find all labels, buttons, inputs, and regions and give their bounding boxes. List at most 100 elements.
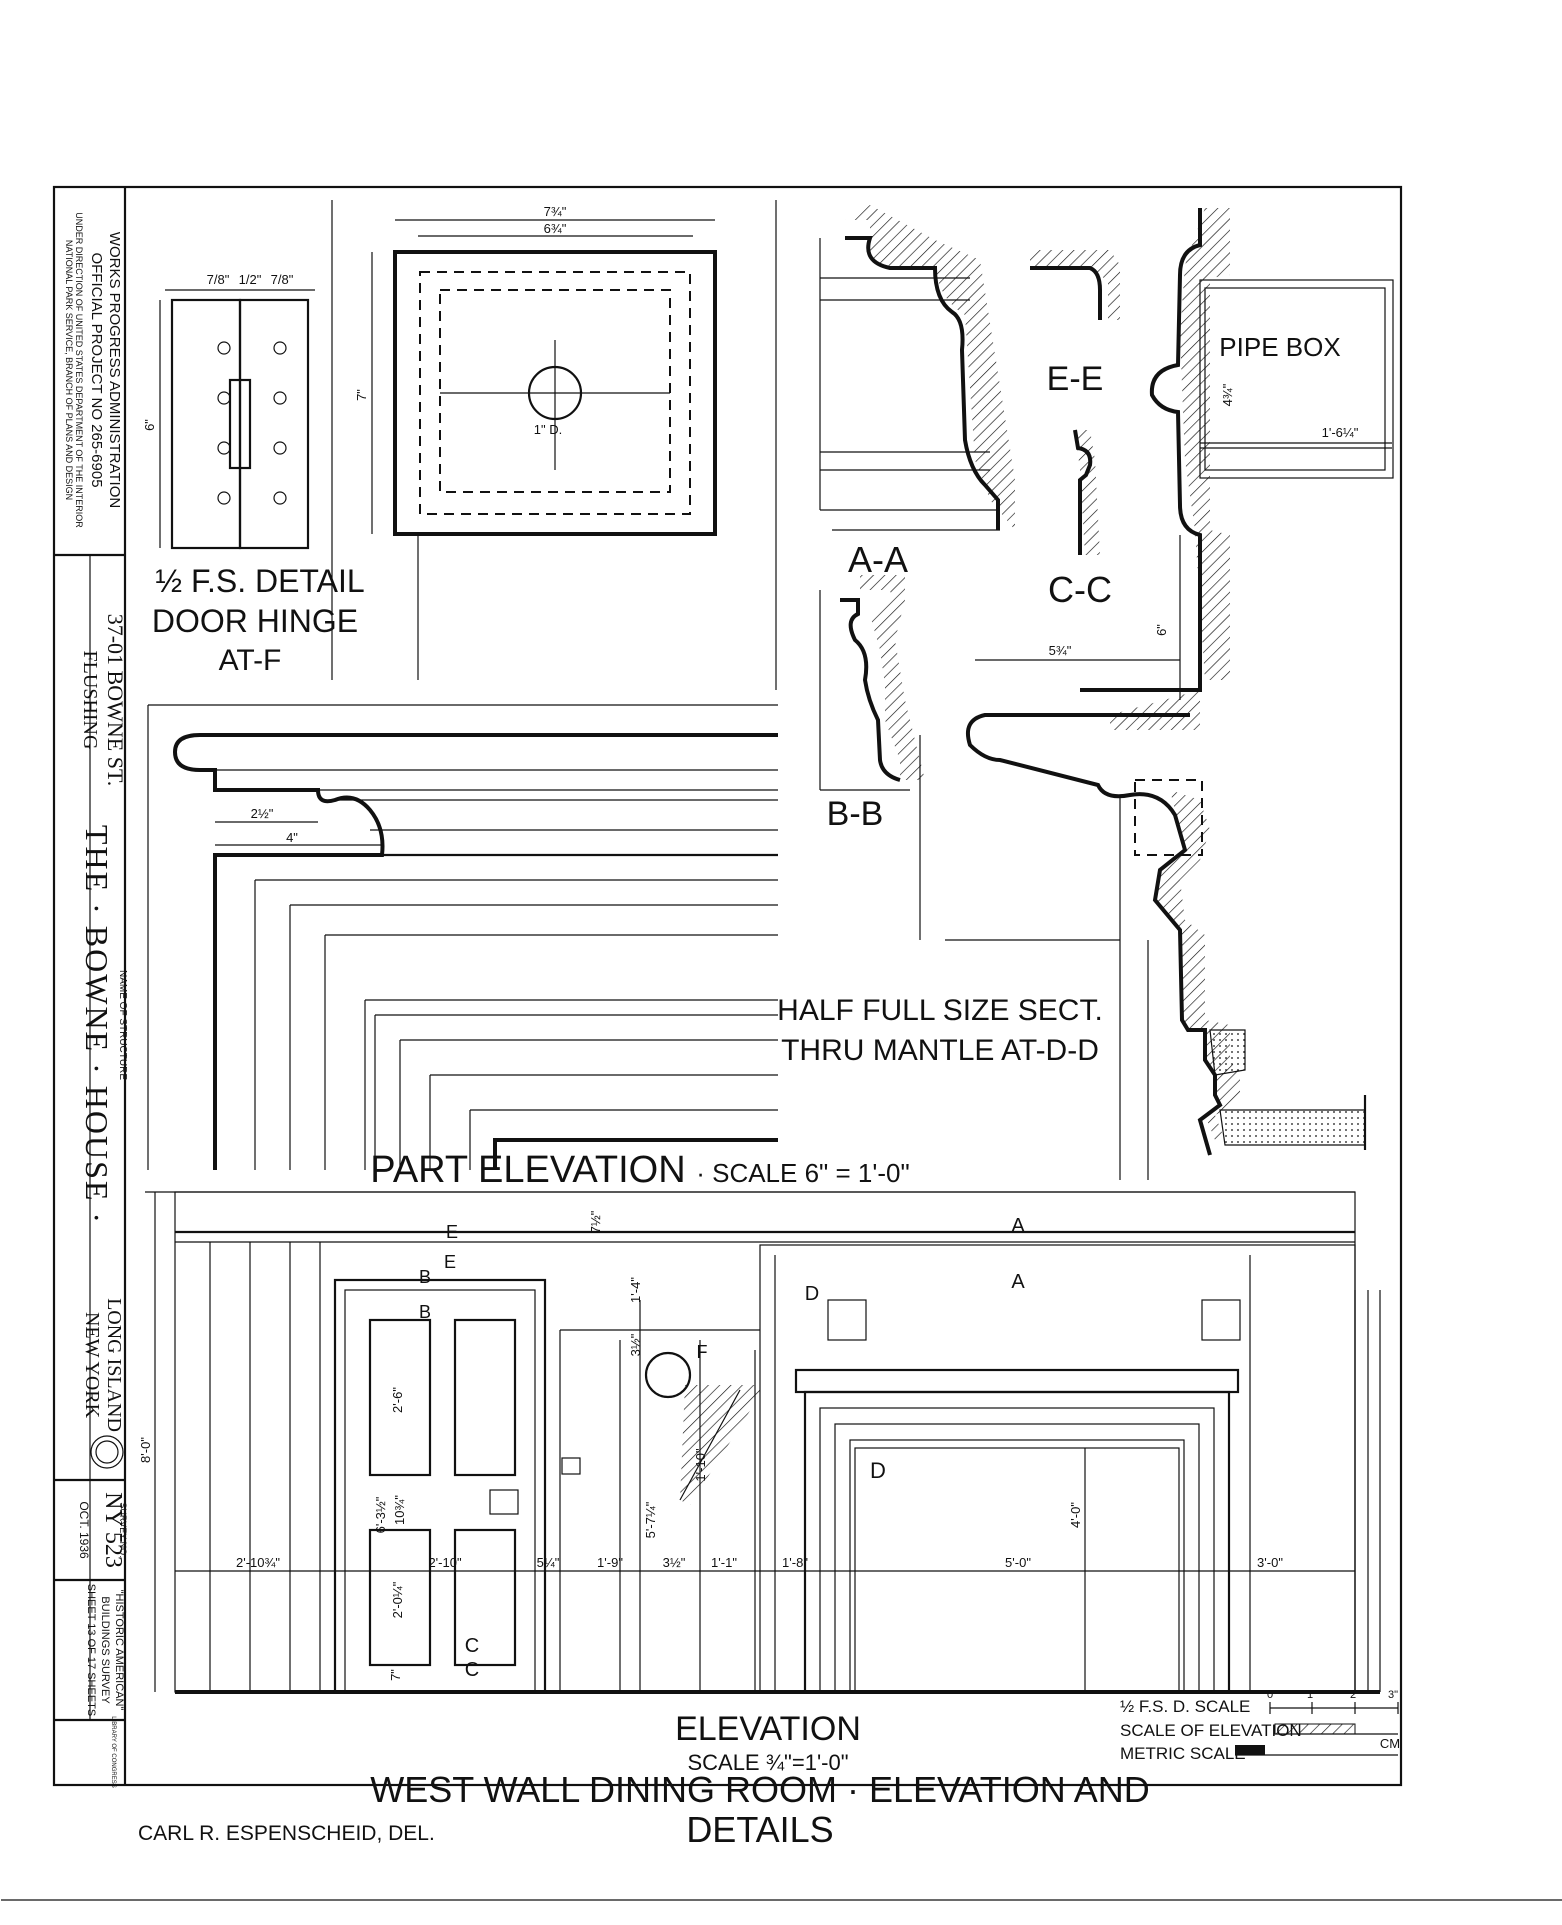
section-marker-b: B	[419, 1302, 431, 1322]
section-marker-e: E	[446, 1222, 458, 1242]
agency-line-3: UNDER DIRECTION OF UNITED STATES DEPARTM…	[74, 212, 84, 528]
section-b-b-label: B-B	[827, 795, 884, 833]
elev-dim: 3'-0"	[1257, 1555, 1283, 1570]
elev-dim: 5'-7¼"	[643, 1501, 658, 1538]
hinge-dim: 6"	[142, 419, 157, 431]
address-line-1: 37-01 BOWNE ST.	[103, 614, 128, 787]
panel-dim: 7"	[354, 389, 369, 401]
elev-dim: 2'-0¼"	[390, 1581, 405, 1618]
part-elevation-title-text: PART ELEVATION	[370, 1149, 685, 1191]
section-a-a	[819, 205, 1015, 531]
hinge-title-2: DOOR HINGE	[152, 603, 358, 639]
section-marker-c: C	[465, 1659, 479, 1681]
elev-dim: 2'-6"	[390, 1387, 405, 1413]
pipe-box-label: PIPE BOX	[1219, 332, 1340, 362]
section-e-e-label: E-E	[1047, 360, 1104, 398]
elev-dim: 1'-1"	[711, 1555, 737, 1570]
section-marker-f: F	[697, 1342, 708, 1362]
pipe-dim: 1'-6¼"	[1322, 425, 1359, 440]
address-line-2: FLUSHING	[79, 651, 101, 750]
section-marker-d: D	[805, 1283, 819, 1305]
section-marker-b: B	[419, 1267, 431, 1287]
scale-tick: 2"	[1350, 1689, 1360, 1701]
sheet-info: SHEET 13 OF 17 SHEETS	[85, 1584, 97, 1716]
section-marker-a: A	[1011, 1215, 1025, 1237]
survey-label: SURVEY NO.	[118, 1502, 128, 1557]
elev-dim: 2'-10"	[428, 1555, 462, 1570]
name-of-structure-label: NAME OF STRUCTURE	[117, 970, 128, 1080]
elev-dim: 1'-8"	[782, 1555, 808, 1570]
elev-dim: 1'-4"	[628, 1277, 643, 1303]
elev-dim: 4'-0"	[1068, 1502, 1083, 1528]
mantle-dim: 2½"	[251, 806, 274, 821]
scale-label-2: SCALE OF ELEVATION	[1120, 1721, 1302, 1740]
habs-line-1: "HISTORIC AMERICAN"	[113, 1590, 125, 1711]
elevation-scale: SCALE ¾"=1'-0"	[687, 1750, 848, 1775]
survey-date: OCT. 1936	[77, 1501, 91, 1559]
section-b-b	[819, 575, 925, 791]
scale-tick: 0	[1267, 1689, 1273, 1701]
survey-number: NY 523	[100, 1492, 126, 1568]
elev-dim: 5'-0"	[1005, 1555, 1031, 1570]
elev-dim: 6'-3½"	[373, 1496, 388, 1533]
elev-dim: 7"	[388, 1669, 403, 1681]
section-a-a-label: A-A	[848, 539, 908, 580]
agency-line-1: WORKS PROGRESS ADMINISTRATION	[106, 232, 123, 508]
elev-dim: 1'-9"	[597, 1555, 623, 1570]
section-c-c-label: C-C	[1048, 569, 1112, 610]
section-marker-c: C	[465, 1635, 479, 1657]
hinge-dim: 7/8"	[207, 272, 230, 287]
scale-label-1: ½ F.S. D. SCALE	[1120, 1697, 1250, 1716]
scale-label-3: METRIC SCALE	[1120, 1744, 1246, 1763]
section-marker-e: E	[444, 1252, 456, 1272]
hinge-dim: 1/2"	[239, 272, 262, 287]
sheet-border	[52, 185, 1403, 1787]
habs-line-2: BUILDINGS SURVEY	[99, 1596, 111, 1704]
structure-name: THE · BOWNE · HOUSE ·	[79, 825, 115, 1225]
scale-tick: 1"	[1307, 1689, 1317, 1701]
scale-bars	[1235, 1702, 1399, 1756]
hinge-title-1: ½ F.S. DETAIL	[155, 563, 364, 599]
part-elevation	[147, 704, 778, 1170]
elev-dim: 8'-0"	[138, 1437, 153, 1463]
panel-detail: 7¾" 6¾" 7" 1" D.	[331, 200, 777, 690]
section-e-e	[1030, 250, 1120, 555]
door-hinge-detail: 7/8" 1/2" 7/8" 6"	[142, 272, 315, 550]
library-label: LIBRARY OF CONGRESS	[110, 1716, 116, 1787]
part-elevation-scale: · SCALE 6" = 1'-0"	[696, 1158, 909, 1188]
section-marker-d: D	[870, 1458, 886, 1483]
part-elevation-title: PART ELEVATION · SCALE 6" = 1'-0"	[370, 1149, 909, 1191]
elev-dim: 10¾"	[392, 1495, 407, 1525]
scale-tick: 3"	[1388, 1689, 1398, 1701]
pipe-box-section	[1080, 208, 1394, 730]
agency-line-4: NATIONAL PARK SERVICE, BRANCH OF PLANS A…	[64, 240, 74, 500]
agency-line-2: OFFICIAL PROJECT NO 265-6905	[88, 252, 105, 487]
elev-dim: 3½"	[663, 1555, 686, 1570]
panel-dim: 7¾"	[544, 204, 567, 219]
west-wall-elevation	[145, 1191, 1381, 1694]
panel-dim: 6¾"	[544, 221, 567, 236]
sheet-title-2: DETAILS	[686, 1809, 833, 1850]
elev-dim: 3½"	[628, 1333, 643, 1356]
section-marker-a: A	[1011, 1271, 1025, 1293]
half-full-label-2: THRU MANTLE AT-D-D	[781, 1034, 1099, 1067]
delineator: CARL R. ESPENSCHEID, DEL.	[138, 1822, 435, 1845]
half-full-label-1: HALF FULL SIZE SECT.	[777, 994, 1103, 1027]
location-line-2: NEW YORK	[81, 1312, 103, 1419]
hinge-title-3: AT-F	[219, 644, 282, 677]
mantle-dim: 5¾"	[1049, 643, 1072, 658]
scale-cm: CM	[1380, 1736, 1400, 1751]
elev-dim: 7½"	[588, 1210, 603, 1233]
pipe-dim: 4¾"	[1220, 383, 1235, 406]
hinge-dim: 7/8"	[271, 272, 294, 287]
seal-icon	[90, 1435, 124, 1469]
elev-dim: 1'-10"	[693, 1448, 708, 1482]
sheet-title-1: WEST WALL DINING ROOM · ELEVATION AND	[370, 1769, 1149, 1810]
panel-dim: 1" D.	[534, 422, 562, 437]
elev-dim: 2'-10¾"	[236, 1555, 280, 1570]
location-line-1: LONG ISLAND	[103, 1298, 125, 1432]
mantle-section	[919, 535, 1367, 1180]
elev-dim: 5¼"	[537, 1555, 560, 1570]
